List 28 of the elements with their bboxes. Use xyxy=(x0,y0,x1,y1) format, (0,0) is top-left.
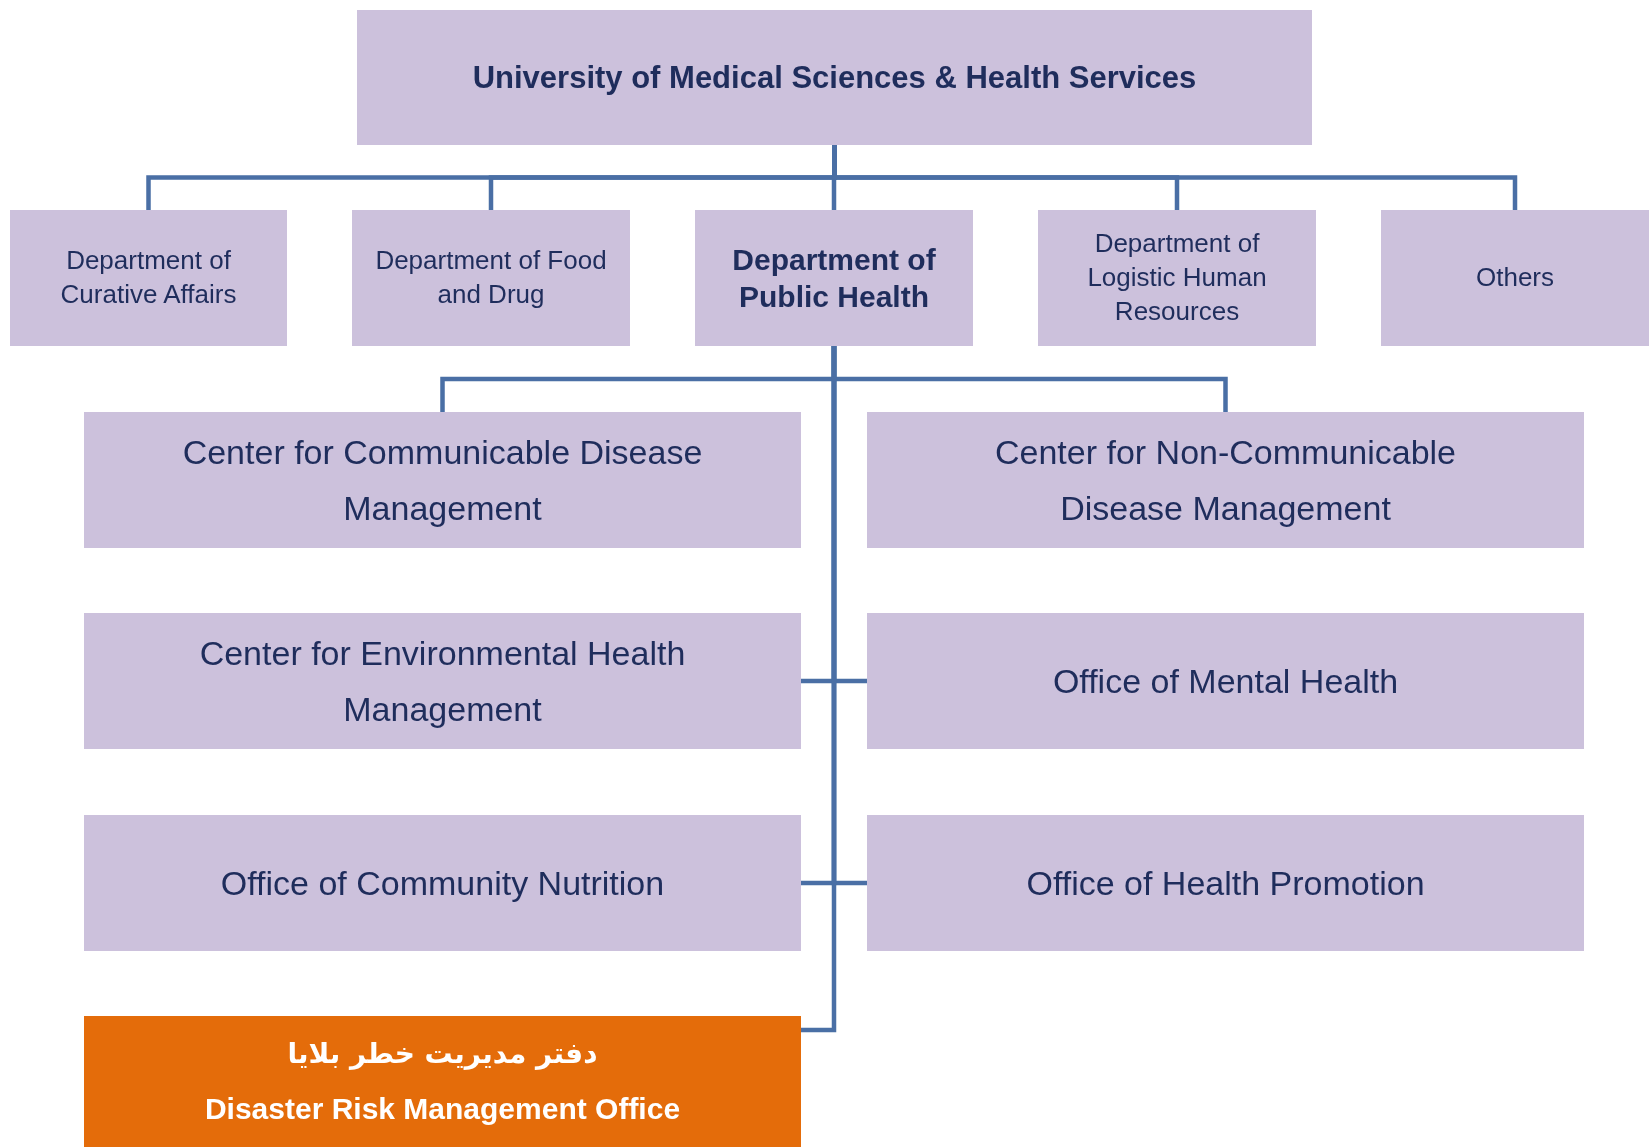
box-label: Center for Communicable Disease Management xyxy=(181,431,704,529)
org-chart-box xyxy=(867,412,1584,548)
box-label: Department of Public Health xyxy=(731,241,937,315)
org-chart-box xyxy=(695,210,973,346)
box-label: Department of Food and Drug xyxy=(374,244,608,311)
box-label: Office of Mental Health xyxy=(1052,660,1399,702)
connector-line xyxy=(801,346,837,1033)
box-label: Others xyxy=(1476,261,1554,295)
box-label: دفتر مدیریت خطر بلایا xyxy=(287,1039,598,1068)
org-chart-box xyxy=(10,210,287,346)
org-chart-box xyxy=(1038,210,1316,346)
org-chart-box xyxy=(352,210,630,346)
box-label: Office of Health Promotion xyxy=(1026,862,1425,904)
org-chart-box xyxy=(1381,210,1649,346)
org-chart-box xyxy=(84,613,801,749)
box-label: Disaster Risk Management Office xyxy=(204,1093,681,1124)
org-chart-box xyxy=(867,815,1584,951)
box-label: University of Medical Sciences & Health Services xyxy=(472,58,1197,97)
org-chart-box xyxy=(84,412,801,548)
org-chart-box xyxy=(84,815,801,951)
box-label: Department of Logistic Human Resources xyxy=(1086,227,1268,328)
box-label: Department of Curative Affairs xyxy=(59,244,238,311)
org-chart-box xyxy=(867,613,1584,749)
box-label: Center for Non-Communicable Disease Management xyxy=(993,431,1458,529)
box-label: Center for Environmental Health Management xyxy=(198,632,687,730)
highlighted-office-box xyxy=(84,1016,801,1147)
box-label: Office of Community Nutrition xyxy=(220,862,665,904)
org-chart-box xyxy=(357,10,1312,145)
